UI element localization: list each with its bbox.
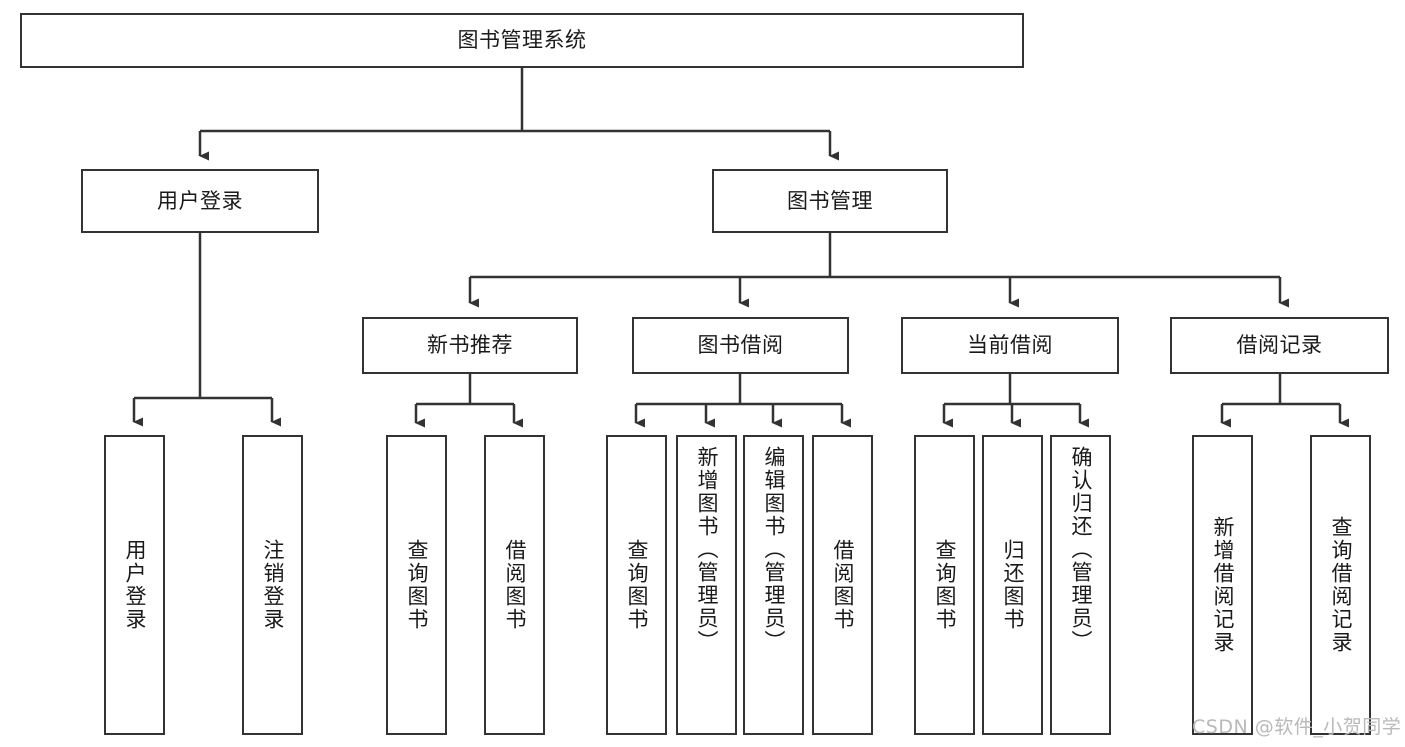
node-leaf-borrow-book[interactable]: 借阅图书 — [812, 435, 873, 735]
node-user-login-label: 用户登录 — [157, 188, 243, 213]
node-leaf-user-logout[interactable]: 注销登录 — [242, 435, 303, 735]
node-leaf-add-record[interactable]: 新增借阅记录 — [1192, 435, 1253, 735]
node-leaf-query-record-label: 查询借阅记录 — [1329, 516, 1354, 654]
node-leaf-confirm-return-label: 确认归还（管理员） — [1069, 446, 1094, 653]
node-leaf-add-record-label: 新增借阅记录 — [1211, 516, 1236, 654]
node-leaf-query-book-rec-label: 查询图书 — [405, 539, 430, 631]
node-user-login[interactable]: 用户登录 — [81, 169, 319, 233]
node-root[interactable]: 图书管理系统 — [20, 13, 1024, 68]
node-leaf-return-book-label: 归还图书 — [1001, 539, 1026, 631]
node-leaf-query-book-cur[interactable]: 查询图书 — [914, 435, 975, 735]
node-leaf-borrow-book-rec-label: 借阅图书 — [503, 539, 528, 631]
node-leaf-query-record[interactable]: 查询借阅记录 — [1310, 435, 1371, 735]
node-new-book-recommend-label: 新书推荐 — [427, 333, 513, 358]
node-borrow-record-label: 借阅记录 — [1236, 333, 1323, 358]
node-book-management[interactable]: 图书管理 — [712, 169, 948, 233]
node-leaf-user-login-label: 用户登录 — [123, 539, 148, 631]
node-borrow-record[interactable]: 借阅记录 — [1170, 317, 1389, 374]
csdn-watermark: CSDN @软件_小贺同学 — [1192, 716, 1402, 738]
node-book-borrow[interactable]: 图书借阅 — [632, 317, 849, 374]
node-leaf-borrow-book-label: 借阅图书 — [831, 539, 856, 631]
node-root-label: 图书管理系统 — [457, 28, 587, 53]
node-leaf-query-book-rec[interactable]: 查询图书 — [386, 435, 447, 735]
node-current-borrow[interactable]: 当前借阅 — [901, 317, 1119, 374]
node-book-borrow-label: 图书借阅 — [697, 333, 784, 358]
node-leaf-add-book-label: 新增图书（管理员） — [695, 446, 720, 653]
node-leaf-add-book[interactable]: 新增图书（管理员） — [676, 435, 737, 735]
node-leaf-return-book[interactable]: 归还图书 — [982, 435, 1043, 735]
node-leaf-borrow-book-rec[interactable]: 借阅图书 — [484, 435, 545, 735]
node-leaf-confirm-return[interactable]: 确认归还（管理员） — [1050, 435, 1111, 735]
node-leaf-user-login[interactable]: 用户登录 — [104, 435, 165, 735]
node-leaf-user-logout-label: 注销登录 — [261, 539, 286, 631]
node-leaf-query-book-cur-label: 查询图书 — [933, 539, 958, 631]
node-leaf-query-book-borrow-label: 查询图书 — [625, 539, 650, 631]
node-current-borrow-label: 当前借阅 — [967, 333, 1053, 358]
node-new-book-recommend[interactable]: 新书推荐 — [362, 317, 578, 374]
node-leaf-edit-book[interactable]: 编辑图书（管理员） — [743, 435, 804, 735]
node-book-management-label: 图书管理 — [787, 188, 873, 213]
node-leaf-edit-book-label: 编辑图书（管理员） — [762, 446, 787, 653]
node-leaf-query-book-borrow[interactable]: 查询图书 — [606, 435, 667, 735]
